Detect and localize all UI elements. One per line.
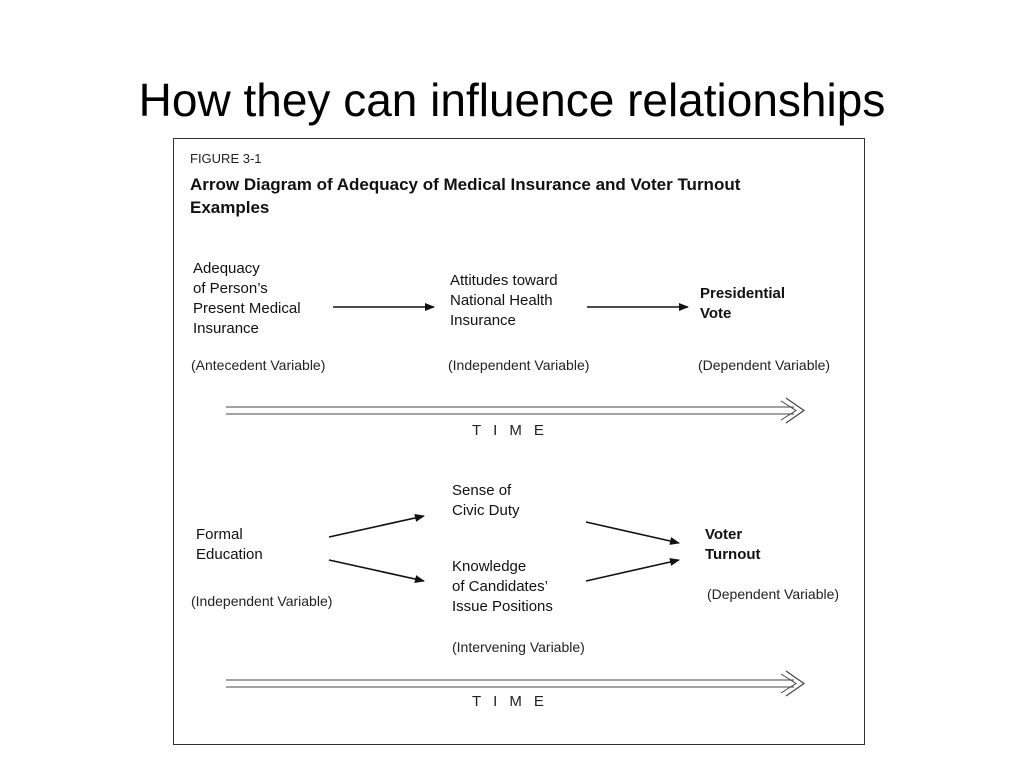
time-label-2: TIME [472,693,556,710]
time-arrow-2 [226,670,806,697]
role-antecedent-variable: (Antecedent Variable) [191,357,326,373]
node-sense-of-civic-duty: Sense of Civic Duty [452,482,520,519]
arrow-civic-duty-to-turnout [585,521,680,545]
node-knowledge-of-candidates: Knowledge of Candidates’ Issue Positions [452,558,553,615]
arrow-knowledge-to-turnout [585,558,680,582]
arrow-layer [226,303,806,697]
role-intervening-variable: (Intervening Variable) [452,639,585,655]
arrow-education-to-civic-duty [328,514,425,538]
time-arrow-1 [226,397,806,424]
arrow-education-to-knowledge [328,559,425,583]
role-independent-variable-1: (Independent Variable) [448,357,590,373]
role-dependent-variable-2: (Dependent Variable) [707,586,840,602]
node-formal-education: Formal Education [196,526,263,563]
time-label-1: TIME [472,422,556,439]
node-attitudes-national-health: Attitudes toward National Health Insuran… [450,272,558,329]
slide-title: How they can influence relationships [138,74,886,126]
figure-box: FIGURE 3-1 Arrow Diagram of Adequacy of … [173,138,865,745]
figure-label: FIGURE 3-1 [190,151,262,166]
figure-caption: Arrow Diagram of Adequacy of Medical Ins… [190,175,741,217]
node-voter-turnout: Voter Turnout [705,526,761,563]
role-dependent-variable-1: (Dependent Variable) [698,357,831,373]
role-independent-variable-2: (Independent Variable) [191,593,333,609]
node-antecedent-medical-insurance: Adequacy of Person’s Present Medical Ins… [193,260,301,337]
node-presidential-vote: Presidential Vote [700,285,786,322]
